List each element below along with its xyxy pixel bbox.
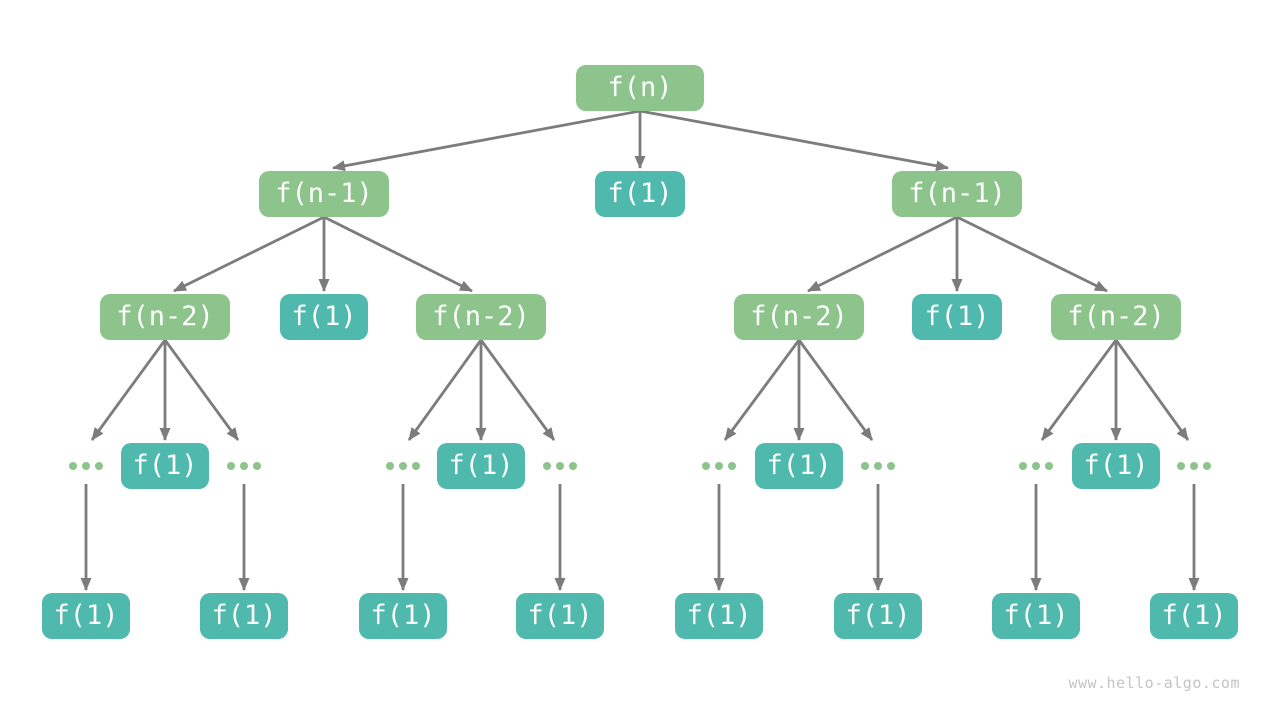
edge-RL-e6 xyxy=(797,339,874,441)
edge-L-LR xyxy=(323,215,473,293)
ellipsis-dot xyxy=(861,462,869,470)
ellipsis-dot xyxy=(887,462,895,470)
ellipsis-dot xyxy=(874,462,882,470)
ellipsis-dot xyxy=(253,462,261,470)
edge-LR-e4 xyxy=(479,339,556,441)
tree-node-RL: f(n-2) xyxy=(734,294,864,340)
tree-node-b5: f(1) xyxy=(675,593,763,639)
ellipsis-node-e5 xyxy=(702,462,736,470)
tree-node-R: f(n-1) xyxy=(892,171,1022,217)
edge-RR-e8 xyxy=(1114,339,1190,441)
tree-node-f1a: f(1) xyxy=(121,443,209,489)
edge-LR-e3 xyxy=(407,339,483,441)
edge-L-LL xyxy=(173,215,325,293)
edges-group xyxy=(80,109,1200,591)
tree-node-b3: f(1) xyxy=(359,593,447,639)
tree-node-b6: f(1) xyxy=(834,593,922,639)
ellipsis-dot xyxy=(715,462,723,470)
edge-LL-e2 xyxy=(163,339,240,441)
edge-RR-e7 xyxy=(1040,339,1118,441)
tree-node-M: f(1) xyxy=(595,171,685,217)
watermark: www.hello-algo.com xyxy=(1068,674,1240,692)
edge-RL-e5 xyxy=(723,339,801,441)
tree-node-LL: f(n-2) xyxy=(100,294,230,340)
ellipsis-node-e3 xyxy=(386,462,420,470)
ellipsis-dot xyxy=(386,462,394,470)
ellipsis-dot xyxy=(95,462,103,470)
ellipsis-dot xyxy=(1177,462,1185,470)
edge-LL-e1 xyxy=(90,339,167,441)
ellipsis-dot xyxy=(728,462,736,470)
ellipsis-dot xyxy=(1032,462,1040,470)
ellipsis-dot xyxy=(399,462,407,470)
ellipsis-dot xyxy=(569,462,577,470)
tree-node-b1: f(1) xyxy=(42,593,130,639)
tree-node-root: f(n) xyxy=(576,65,704,111)
ellipsis-dot xyxy=(412,462,420,470)
tree-node-RR: f(n-2) xyxy=(1051,294,1181,340)
ellipsis-dot xyxy=(1190,462,1198,470)
tree-node-b7: f(1) xyxy=(992,593,1080,639)
tree-node-LR: f(n-2) xyxy=(416,294,546,340)
ellipsis-dot xyxy=(69,462,77,470)
ellipsis-node-e1 xyxy=(69,462,103,470)
ellipsis-dot xyxy=(702,462,710,470)
ellipsis-dot xyxy=(1203,462,1211,470)
tree-node-b4: f(1) xyxy=(516,593,604,639)
edge-root-R xyxy=(639,109,949,172)
ellipsis-node-e7 xyxy=(1019,462,1053,470)
ellipsis-dot xyxy=(1019,462,1027,470)
ellipsis-dot xyxy=(82,462,90,470)
tree-node-f1b: f(1) xyxy=(437,443,525,489)
ellipsis-node-e4 xyxy=(543,462,577,470)
edge-root-L xyxy=(332,109,641,172)
edge-R-RL xyxy=(807,215,958,293)
ellipsis-dot xyxy=(543,462,551,470)
tree-node-f1c: f(1) xyxy=(755,443,843,489)
edge-R-RR xyxy=(956,215,1108,293)
ellipsis-dot xyxy=(240,462,248,470)
tree-node-f1d: f(1) xyxy=(1072,443,1160,489)
ellipsis-node-e8 xyxy=(1177,462,1211,470)
ellipsis-dot xyxy=(1045,462,1053,470)
ellipsis-dot xyxy=(556,462,564,470)
ellipsis-node-e6 xyxy=(861,462,895,470)
tree-node-RM: f(1) xyxy=(912,294,1002,340)
tree-node-L: f(n-1) xyxy=(259,171,389,217)
ellipsis-dot xyxy=(227,462,235,470)
tree-node-b8: f(1) xyxy=(1150,593,1238,639)
tree-node-LM: f(1) xyxy=(280,294,368,340)
tree-node-b2: f(1) xyxy=(200,593,288,639)
ellipsis-node-e2 xyxy=(227,462,261,470)
